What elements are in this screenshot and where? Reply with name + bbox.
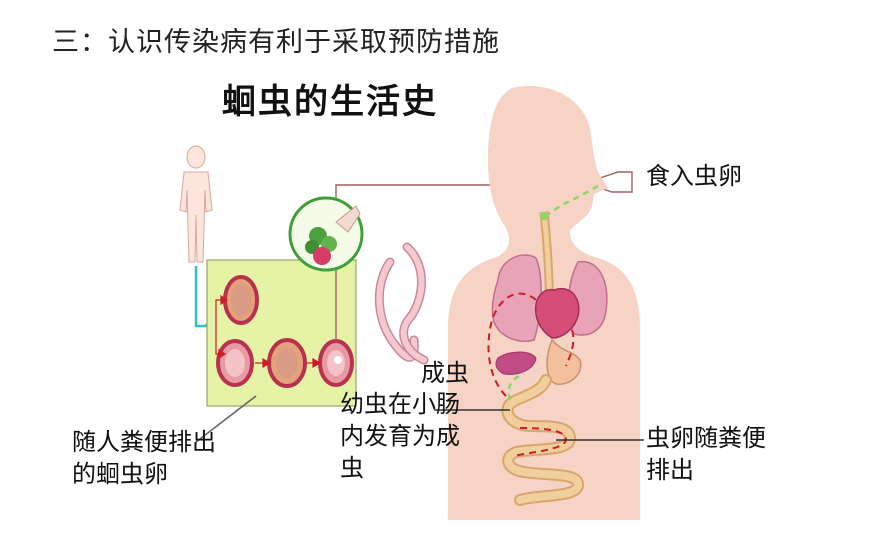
heart bbox=[534, 287, 580, 339]
diagram-title: 蛔虫的生活史 bbox=[222, 82, 438, 122]
label-larva-develop: 幼虫在小肠内发育为成虫 bbox=[340, 390, 460, 482]
roundworm-egg-right bbox=[318, 339, 354, 387]
label-adult-worm: 成虫 bbox=[421, 359, 469, 387]
label-eggs-excreted: 虫卵随粪便排出 bbox=[646, 424, 766, 484]
egg-arrows bbox=[215, 294, 322, 369]
vegetables-hand-circle bbox=[288, 196, 364, 272]
migration-path-red bbox=[487, 292, 575, 397]
roundworm-egg-middle bbox=[267, 338, 307, 388]
small-human-figure bbox=[179, 145, 213, 263]
ingestion-path-green bbox=[507, 184, 599, 401]
label-eat-eggs: 食入虫卵 bbox=[646, 162, 742, 190]
liver bbox=[495, 351, 537, 375]
label-excreted-eggs: 随人粪便排出的蛔虫卵 bbox=[72, 428, 216, 488]
adult-worms bbox=[374, 242, 429, 365]
roundworm-egg-left bbox=[216, 339, 254, 387]
leader-line-eggs bbox=[195, 395, 257, 443]
slide-heading: 三：认识传染病有利于采取预防措施 bbox=[52, 27, 500, 58]
stomach bbox=[546, 338, 582, 385]
roundworm-egg-top bbox=[223, 275, 259, 325]
